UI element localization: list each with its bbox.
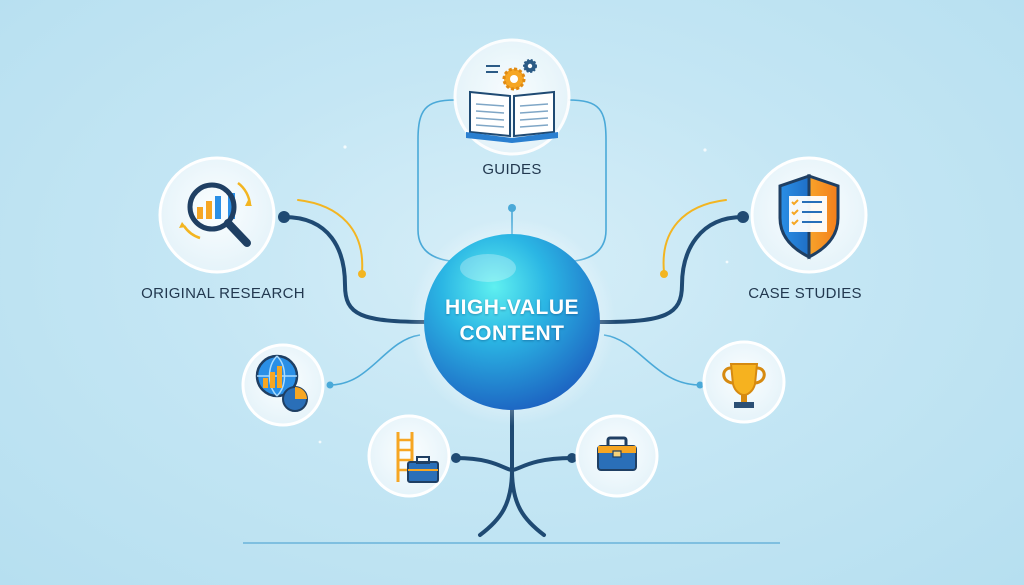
connector-root-left: [454, 456, 514, 537]
connector-dot: [278, 211, 290, 223]
label-guides: GUIDES: [482, 161, 542, 178]
connector-dot: [451, 453, 461, 463]
label-case-studies: CASE STUDIES: [748, 285, 862, 302]
hub-title-line1: HIGH-VALUE: [444, 296, 580, 319]
accent-arrow-left: [297, 199, 364, 273]
magnifier-bar-chart-icon: [179, 181, 252, 247]
toolbox-icon: [597, 436, 637, 471]
globe-chart-icon: [255, 354, 308, 412]
connector-dot: [696, 381, 704, 389]
connector-dot: [358, 270, 366, 278]
node-case-studies[interactable]: [750, 156, 868, 274]
hub-title-line2: CONTENT: [459, 322, 565, 345]
sparkle: [725, 260, 729, 264]
connector-awards: [603, 334, 701, 386]
connector-case-studies: [598, 215, 745, 324]
connector-dot: [326, 381, 334, 389]
node-career-tools[interactable]: [367, 414, 451, 498]
label-original-research: ORIGINAL RESEARCH: [141, 285, 305, 302]
connector-dot: [567, 453, 577, 463]
sparkle: [343, 145, 347, 149]
hub-sphere: [424, 234, 600, 410]
hub-highlight: [460, 254, 516, 282]
sparkle: [703, 148, 707, 152]
trophy-icon: [722, 363, 766, 408]
accent-arrow-right: [662, 199, 727, 273]
connector-original-research: [282, 215, 432, 324]
node-toolkits[interactable]: [575, 414, 659, 498]
connector-root-right: [510, 456, 574, 537]
ladder-briefcase-icon: [396, 432, 439, 483]
connector-dot: [508, 204, 516, 212]
node-original-research[interactable]: [158, 156, 276, 274]
sparkle: [318, 440, 322, 444]
open-book-gears-icon: [466, 59, 558, 143]
shield-checklist-icon: [778, 173, 840, 260]
connector-dot: [737, 211, 749, 223]
node-guides[interactable]: [453, 38, 571, 156]
connector-dot: [660, 270, 668, 278]
node-awards[interactable]: [702, 340, 786, 424]
connector-data-reports: [329, 334, 421, 386]
node-data-reports[interactable]: [241, 343, 325, 427]
